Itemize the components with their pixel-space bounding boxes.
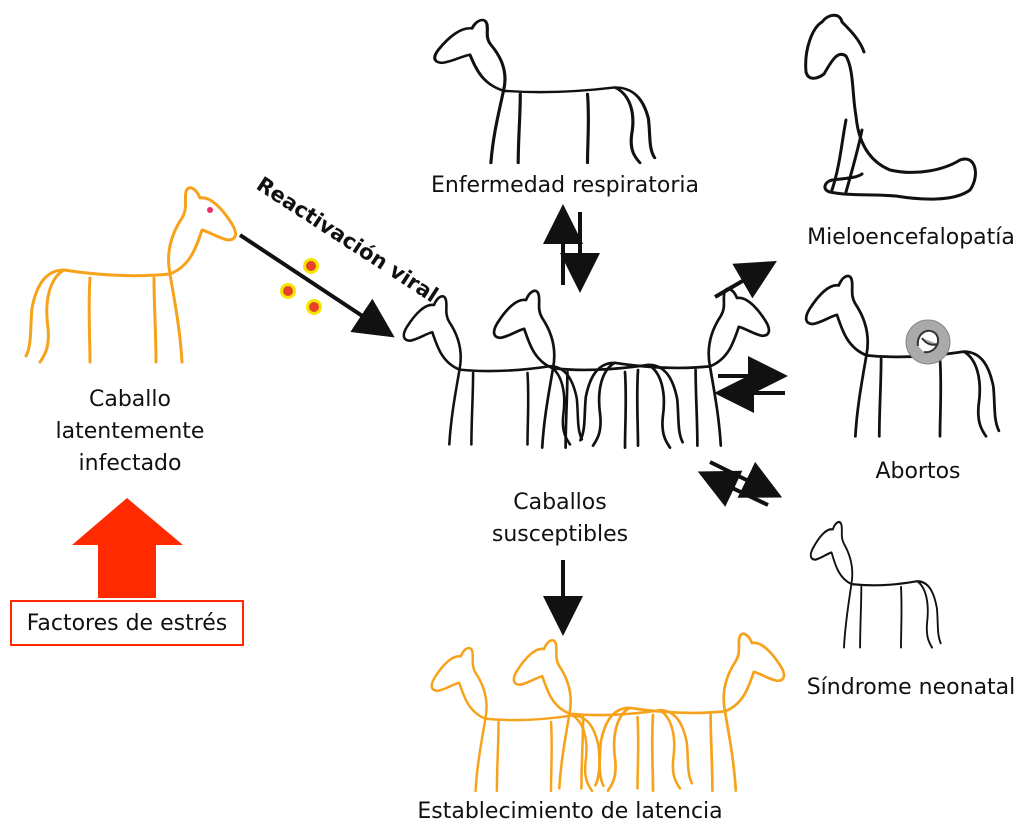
abortion-label: Abortos <box>848 456 988 488</box>
respiratory-horse-icon <box>435 20 655 163</box>
horse-herd-icon <box>404 289 769 448</box>
stress-arrow <box>72 498 183 598</box>
myeloencephalopathy-label: Mieloencefalopatía <box>798 222 1024 254</box>
latent-herd-icon <box>432 634 784 791</box>
stress-factors-box: Factores de estrés <box>10 600 244 646</box>
respiratory-label: Enfermedad respiratoria <box>410 170 720 202</box>
myelo-horse-icon <box>806 15 976 199</box>
abortion-mare-icon <box>806 276 999 436</box>
latent-horse-label-line3: infectado <box>20 448 240 480</box>
latent-horse-label-line1: Caballo <box>20 384 240 416</box>
latency-label: Establecimiento de latencia <box>405 796 735 828</box>
arrow-from-neonatal <box>705 475 768 505</box>
stress-factors-label: Factores de estrés <box>27 611 228 636</box>
latent-horse-label-line2: latentemente <box>20 416 240 448</box>
latent-horse-label: Caballo latentemente infectado <box>20 384 240 480</box>
neonatal-label: Síndrome neonatal <box>798 672 1024 704</box>
susceptible-horses-label: Caballos susceptibles <box>460 487 660 551</box>
infected-horse-icon <box>26 188 235 362</box>
susceptible-label-line1: Caballos <box>460 487 660 519</box>
susceptible-label-line2: susceptibles <box>460 519 660 551</box>
neonatal-foal-icon <box>811 522 941 647</box>
arrow-to-myeloencephalopathy <box>715 265 770 297</box>
arrow-to-neonatal <box>710 462 775 494</box>
horse-eye-icon <box>207 207 213 213</box>
uterus-icon <box>906 320 950 364</box>
